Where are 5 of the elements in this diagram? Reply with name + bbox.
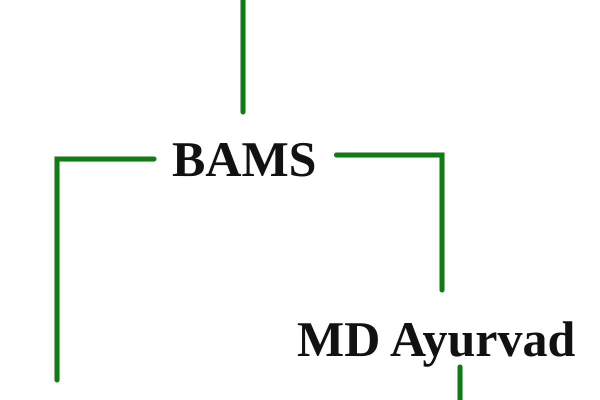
- connector-line: [240, 0, 246, 114]
- connector-line: [458, 364, 462, 400]
- flow-label: BAMS: [172, 134, 316, 184]
- connector-line: [54, 156, 156, 382]
- connector-line: [334, 152, 444, 292]
